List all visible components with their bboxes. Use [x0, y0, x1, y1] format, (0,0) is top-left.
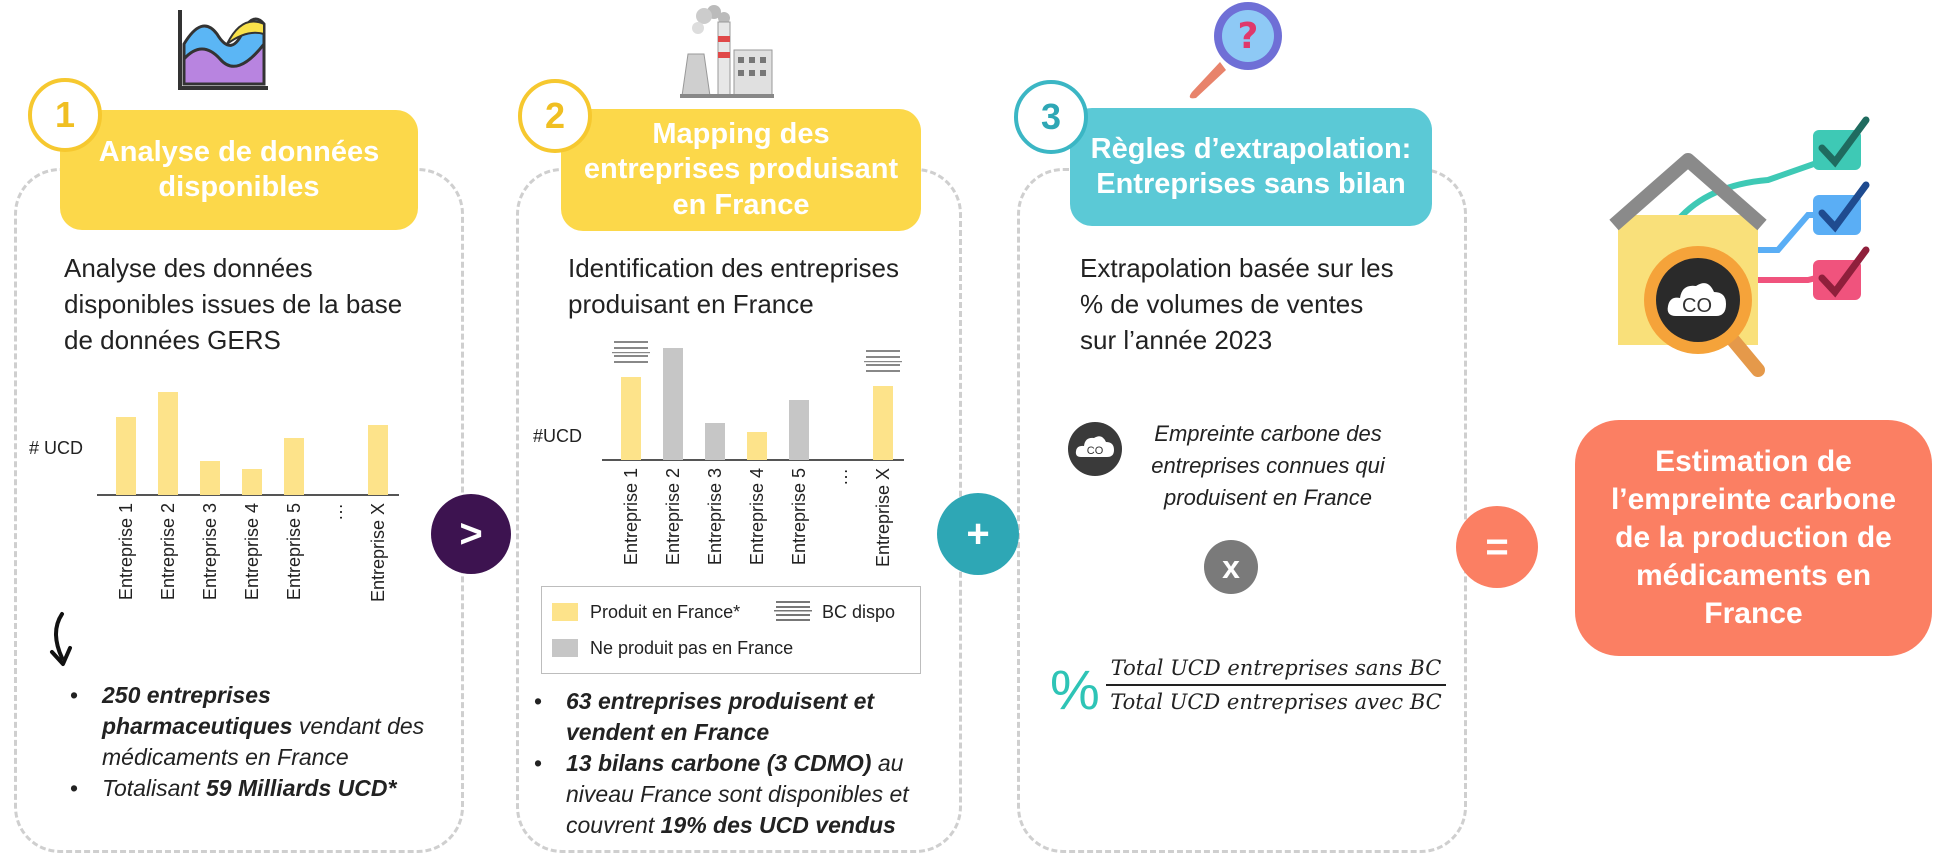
factory-icon [680, 5, 774, 98]
svg-text:CO: CO [1087, 445, 1104, 457]
step1-number: 1 [28, 78, 102, 152]
chart-tick-label: Entreprise 4 [242, 503, 262, 600]
fraction-denominator: Total UCD entreprises avec BC [1110, 690, 1442, 714]
legend-label-france: Produit en France* [590, 602, 741, 622]
chart-tick-label: Entreprise 3 [200, 503, 220, 600]
chart-tick-label: Entreprise 3 [705, 468, 725, 565]
svg-text:CO: CO [1682, 295, 1712, 317]
chart-tick-label: Entreprise 2 [663, 468, 683, 565]
legend-label-bc: BC dispo [822, 602, 896, 622]
co-cloud-icon: CO [1068, 422, 1122, 476]
chart-ylabel: #UCD [533, 426, 582, 446]
fraction-numerator: Total UCD entreprises sans BC [1106, 656, 1446, 686]
legend-bc-icon [774, 601, 812, 621]
chart-tick-label: Entreprise X [873, 468, 893, 567]
ucd-chart-1: # UCD Entreprise 1 Entreprise 2 Entreprise … [29, 392, 399, 602]
step3-title: Règles d’extrapolation:Entreprises sans … [1070, 108, 1432, 226]
chart-tick-label: Entreprise 1 [116, 503, 136, 600]
step3-description: Extrapolation basée sur les % de volumes… [1080, 253, 1394, 355]
chart-bar [200, 461, 220, 495]
chart-tick-label: Entreprise 1 [621, 468, 641, 565]
legend-swatch-not-france [552, 639, 578, 657]
chart-bar [368, 425, 388, 495]
svg-text:?: ? [1238, 16, 1259, 57]
ucd-fraction: Total UCD entreprises sans BC Total UCD … [1106, 656, 1446, 714]
legend-swatch-france [552, 603, 578, 621]
chart-ylabel: # UCD [29, 438, 83, 458]
operator-greater: > [431, 494, 511, 574]
step2-number: 2 [518, 79, 592, 153]
operator-equal: = [1456, 506, 1538, 588]
step3-number: 3 [1014, 80, 1088, 154]
chart-tick-label: … [326, 503, 346, 521]
step1-bullets: 250 entreprises pharmaceutiques vendant … [66, 680, 446, 804]
chart-tick-label: Entreprise X [368, 503, 388, 602]
house-checklist-icon: CO [1609, 116, 1870, 377]
chart-bar [621, 377, 641, 460]
chart-tick-label: Entreprise 2 [158, 503, 178, 600]
step1-description: Analyse des données disponibles issues d… [64, 253, 403, 355]
chart-tick-label: Entreprise 5 [789, 468, 809, 565]
curved-arrow-icon [50, 612, 72, 666]
chart-icon [178, 10, 268, 90]
chart2-legend: Produit en France* BC dispo Ne produit p… [541, 586, 921, 674]
step2-description: Identification des entreprises produisan… [568, 253, 899, 319]
chart-bar [158, 392, 178, 495]
chart-bar [789, 400, 809, 460]
carbon-footprint-text: Empreinte carbone des entreprises connue… [1151, 421, 1385, 510]
chart-tick-label: … [831, 468, 851, 486]
chart-bar [747, 432, 767, 460]
chart-tick-label: Entreprise 4 [747, 468, 767, 565]
chart-bar [242, 469, 262, 495]
chart-bar [663, 348, 683, 460]
bc-marker-icon [612, 341, 650, 363]
operator-plus: + [937, 493, 1019, 575]
percent-symbol: % [1050, 658, 1100, 721]
ucd-chart-2: #UCD Entreprise 1 Entreprise 2 Entreprise 3… [533, 341, 904, 567]
search-question-icon: ? [1189, 2, 1282, 99]
chart-bar [873, 386, 893, 460]
chart-tick-label: Entreprise 5 [284, 503, 304, 600]
bc-marker-icon [864, 350, 902, 372]
final-estimation-box: Estimation de l’empreinte carbone de la … [1575, 420, 1932, 656]
chart-bar [705, 423, 725, 460]
chart-bar [116, 417, 136, 495]
legend-label-not-france: Ne produit pas en France [590, 638, 794, 658]
chart-bar [284, 438, 304, 495]
step2-bullets: 63 entreprises produisent et vendent en … [530, 686, 960, 841]
multiply-symbol: x [1204, 540, 1258, 594]
